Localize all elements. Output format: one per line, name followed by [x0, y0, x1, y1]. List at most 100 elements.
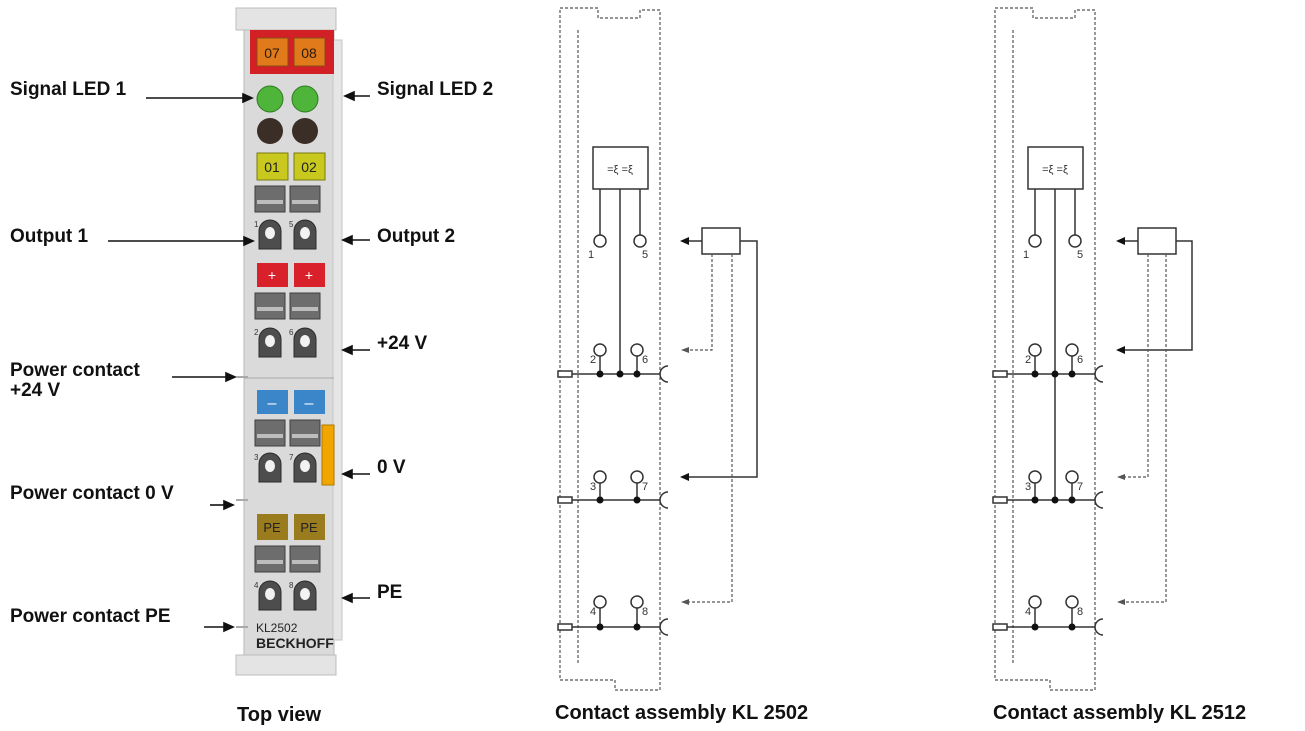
wire-entry-hole: [300, 335, 310, 347]
spring-slot-highlight: [292, 200, 318, 204]
led-off-1: [257, 118, 283, 144]
caption-top-view: Top view: [237, 704, 322, 726]
svg-text:8: 8: [1077, 606, 1083, 618]
minus-text-2: –: [305, 395, 314, 412]
svg-text:6: 6: [642, 354, 648, 366]
caption-kl2502: Contact assembly KL 2502: [555, 702, 809, 724]
model-text: KL2502: [256, 621, 298, 635]
kl2502-housing-outline: [559, 7, 661, 691]
channel-02-badge: [293, 152, 326, 181]
svg-text:7: 7: [642, 481, 648, 493]
zero-v-label: 0 V: [377, 457, 406, 478]
minus-text-1: –: [268, 395, 277, 412]
output-2-label: Output 2: [377, 226, 456, 247]
svg-text:2: 2: [590, 354, 596, 366]
kl2512-circuit: =ξ =ξ: [992, 146, 1193, 636]
wire-entry-hole: [300, 588, 310, 600]
kl2502-circuit: =ξ =ξ: [557, 146, 758, 636]
signal-led-2-label: Signal LED 2: [377, 79, 494, 100]
kl2512-dashed-arrowheads: [1117, 474, 1125, 605]
minus-badge-1: [257, 390, 288, 414]
channel-01-badge: [256, 152, 289, 181]
svg-text:3: 3: [590, 481, 596, 493]
signal-led-1-label: Signal LED 1: [10, 79, 127, 100]
terminal-pin-number: 3: [254, 453, 259, 462]
spring-slot-highlight: [257, 560, 283, 564]
svg-text:6: 6: [1077, 354, 1083, 366]
wire-entry-hole: [265, 227, 275, 239]
output-1-label: Output 1: [10, 226, 89, 247]
svg-text:5: 5: [1077, 249, 1083, 261]
kl2512-pin-labels: 1 5 2 6 3 7 4 8: [1023, 249, 1083, 618]
power-contact-24v-label-line2: +24 V: [10, 380, 61, 401]
spring-slot-highlight: [257, 434, 283, 438]
led-off-2: [292, 118, 318, 144]
terminal-pin-number: 5: [289, 220, 294, 229]
power-contact-0v-label: Power contact 0 V: [10, 483, 174, 504]
plus-badge-1: [257, 263, 288, 287]
pe-label: PE: [377, 582, 403, 603]
plus-text-2: +: [305, 267, 313, 283]
label-arrows: [108, 90, 370, 633]
channel-02-text: 02: [301, 159, 317, 175]
plus-badge-2: [294, 263, 325, 287]
wire-entry-hole: [265, 588, 275, 600]
power-contact-24v-label-line1: Power contact: [10, 360, 140, 381]
spring-release-slot: [254, 419, 286, 447]
plus-text-1: +: [268, 267, 276, 283]
spring-release-slot: [254, 545, 286, 573]
spring-release-slot: [254, 185, 286, 213]
caption-kl2512: Contact assembly KL 2512: [993, 702, 1247, 724]
svg-text:3: 3: [1025, 481, 1031, 493]
minus-badge-2: [294, 390, 325, 414]
power-contact-pe-label: Power contact PE: [10, 606, 171, 627]
channel-08-badge: [293, 37, 326, 67]
side-orange-strip: [321, 424, 335, 486]
plus24v-label: +24 V: [377, 333, 428, 354]
svg-text:=ξ =ξ: =ξ =ξ: [607, 164, 633, 176]
signal-led-2: [291, 85, 319, 113]
svg-text:=ξ =ξ: =ξ =ξ: [1042, 164, 1068, 176]
terminal-pin-number: 2: [254, 328, 259, 337]
kl2512-dashed-links: [1124, 254, 1167, 603]
kl2502-pin-labels: 1 5 2 6 3 7 4 8: [588, 249, 648, 618]
spring-release-slot: [254, 292, 286, 320]
terminal-pin-number: 1: [254, 220, 259, 229]
kl2502-nodes: [596, 237, 689, 631]
channel-07-badge: [256, 37, 289, 67]
spring-release-slot: [289, 292, 321, 320]
kl2512-nodes: [1031, 237, 1125, 631]
wire-entry-hole: [265, 460, 275, 472]
kl2512-housing-outline: [994, 7, 1096, 691]
svg-text:4: 4: [1025, 606, 1031, 618]
pe-badge-1: [257, 514, 288, 540]
terminal-pin-number: 4: [254, 581, 259, 590]
pe-text-2: PE: [300, 520, 318, 535]
svg-text:1: 1: [588, 249, 594, 261]
pe-badge-2: [294, 514, 325, 540]
spring-slot-highlight: [257, 200, 283, 204]
pe-text-1: PE: [263, 520, 281, 535]
svg-text:8: 8: [642, 606, 648, 618]
svg-text:2: 2: [1025, 354, 1031, 366]
kl2502-dashed-links: [688, 254, 733, 603]
channel-08-text: 08: [301, 45, 317, 61]
spring-release-slot: [289, 185, 321, 213]
wire-entry-hole: [265, 335, 275, 347]
terminal-pin-number: 8: [289, 581, 294, 590]
spring-slot-highlight: [292, 560, 318, 564]
spring-slot-highlight: [292, 434, 318, 438]
terminal-pin-number: 7: [289, 453, 294, 462]
power-contact-ticks: [236, 376, 248, 628]
spring-slot-highlight: [292, 307, 318, 311]
svg-text:1: 1: [1023, 249, 1029, 261]
spring-release-slot: [289, 419, 321, 447]
spring-slot-highlight: [257, 307, 283, 311]
spring-release-slot: [289, 545, 321, 573]
wire-entry-hole: [300, 227, 310, 239]
kl2502-dashed-arrowheads: [681, 347, 689, 605]
